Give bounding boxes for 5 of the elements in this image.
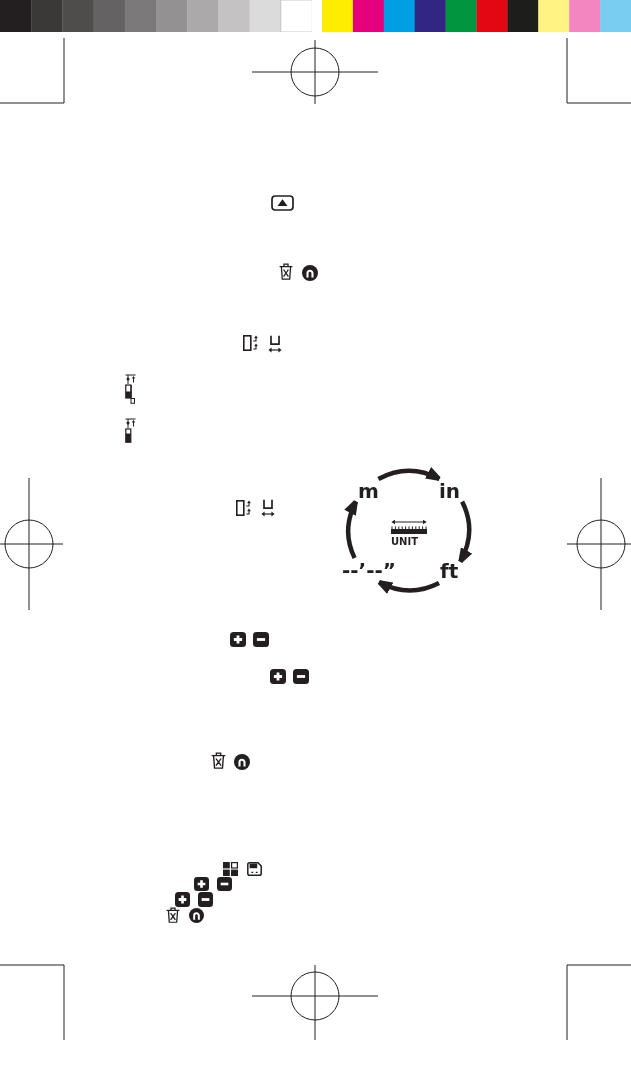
unit-caption: UNIT [391, 537, 419, 547]
unit-label: m [356, 479, 381, 503]
unit-label: ft [438, 559, 461, 583]
unit-label: in [437, 479, 463, 503]
unit-label: --’--” [340, 558, 398, 582]
